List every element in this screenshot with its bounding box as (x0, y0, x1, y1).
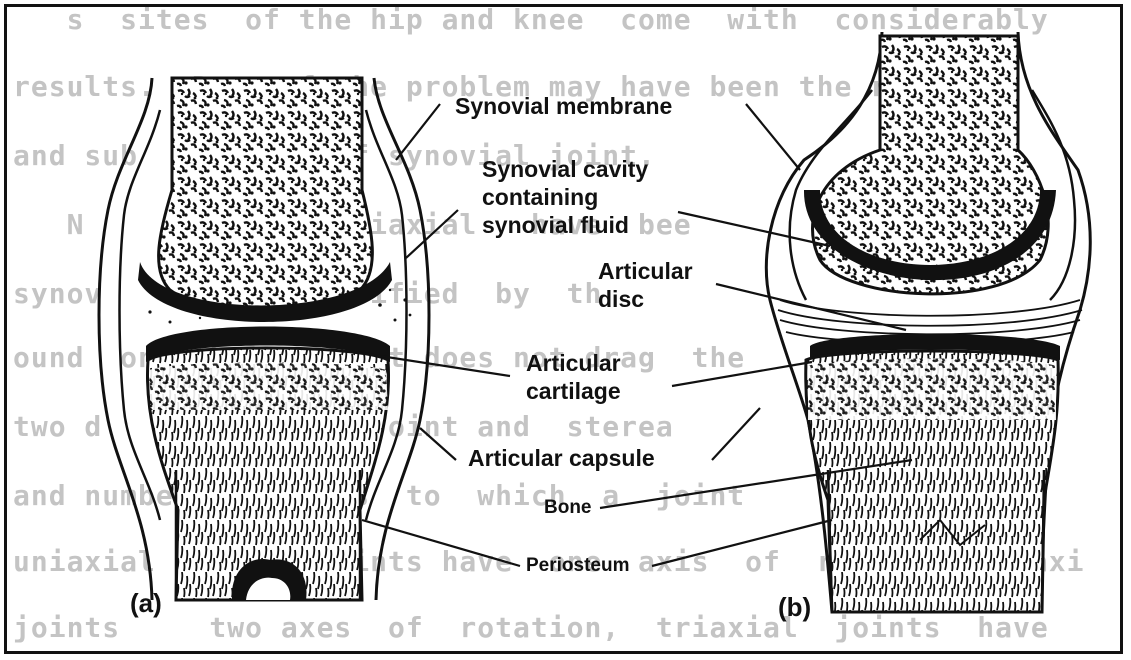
upper-bone-a (159, 78, 373, 313)
joint-a (99, 78, 429, 600)
label-articular-capsule: Articular capsule (468, 445, 655, 472)
panel-label-b: (b) (778, 594, 811, 621)
label-synovial-cavity-1: Synovial cavity (482, 156, 648, 183)
panel-label-a: (a) (130, 590, 162, 617)
label-bone: Bone (544, 494, 592, 521)
label-articular-disc-2: disc (598, 286, 644, 313)
label-articular-disc-1: Articular (598, 258, 693, 285)
label-articular-cartilage-1: Articular (526, 350, 621, 377)
label-synovial-membrane: Synovial membrane (455, 93, 672, 120)
label-periosteum: Periosteum (526, 552, 629, 579)
label-articular-cartilage-2: cartilage (526, 378, 621, 405)
label-synovial-cavity-2: containing (482, 184, 598, 211)
label-synovial-cavity-3: synovial fluid (482, 212, 629, 239)
leader-articular-disc (716, 284, 906, 330)
